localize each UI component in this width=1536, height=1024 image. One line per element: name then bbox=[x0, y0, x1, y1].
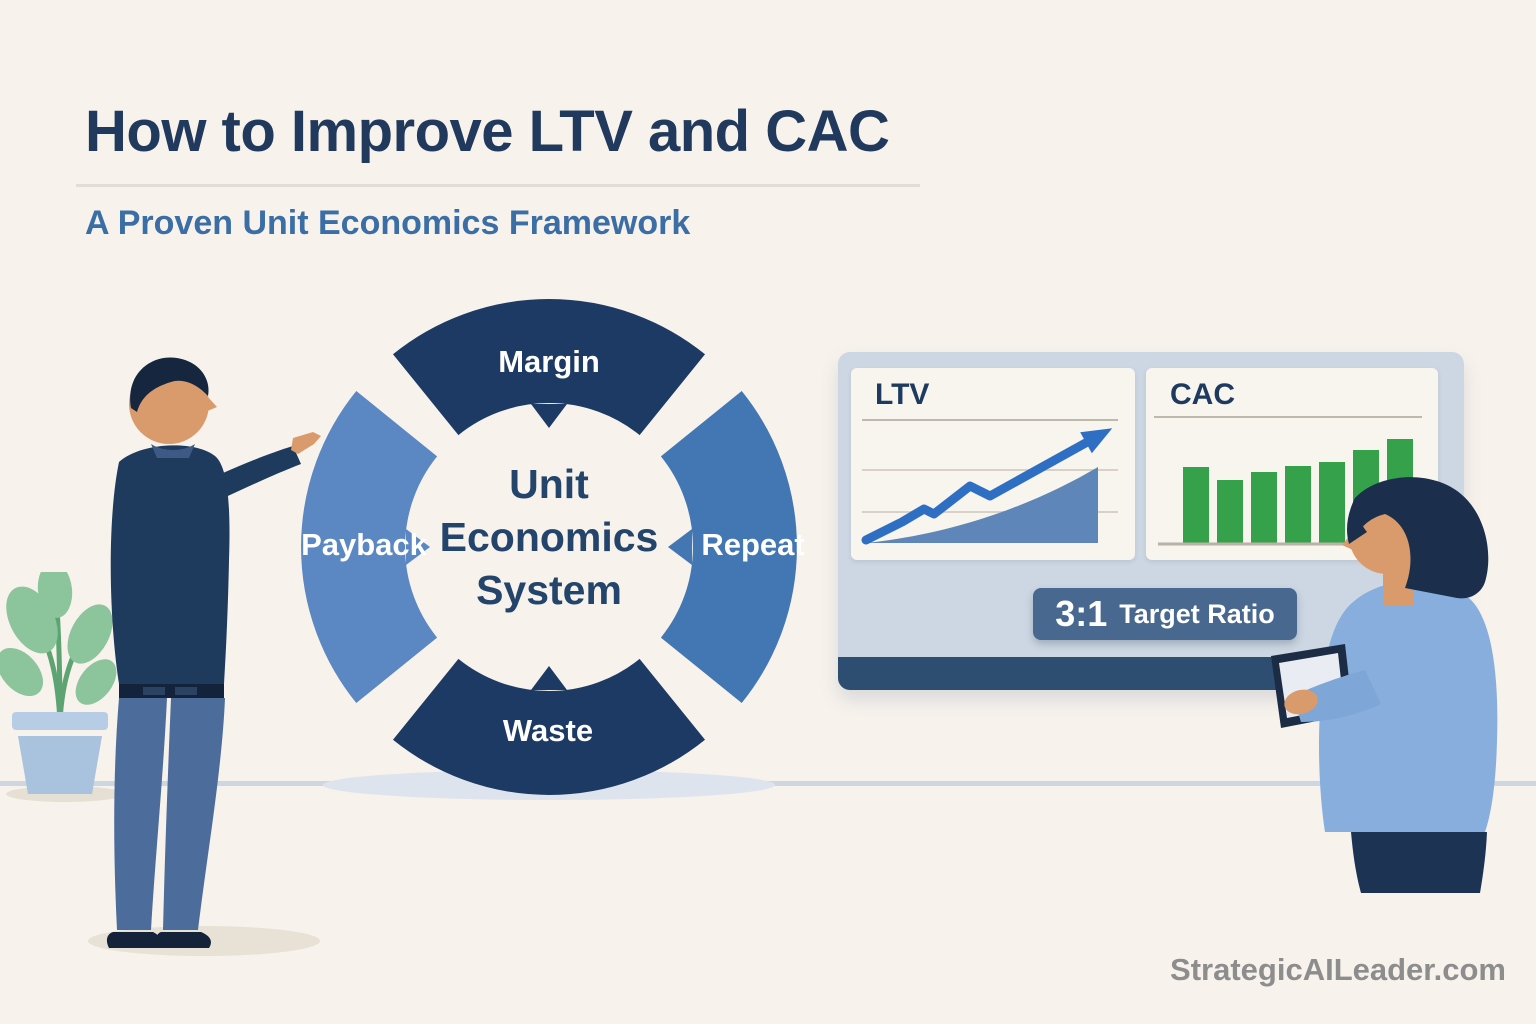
man-nose bbox=[205, 396, 217, 412]
man-left-leg bbox=[114, 698, 167, 930]
pot-rim bbox=[12, 712, 108, 730]
man-right-leg bbox=[163, 698, 225, 930]
plant-leaf bbox=[37, 572, 73, 618]
ltv-area-fill bbox=[866, 467, 1098, 543]
cac-bar bbox=[1285, 466, 1311, 543]
ltv-arrowhead bbox=[1080, 428, 1113, 454]
man-hair bbox=[130, 357, 209, 412]
woman-arm-sleeve bbox=[1293, 670, 1381, 722]
cycle-label-waste: Waste bbox=[502, 713, 594, 748]
woman-hand bbox=[1284, 689, 1318, 715]
cycle-arrow-tab-right bbox=[668, 529, 692, 565]
plant-leaf bbox=[67, 604, 113, 664]
man-pointing-arm bbox=[203, 446, 301, 502]
cac-card-title: CAC bbox=[1170, 378, 1235, 411]
cycle-center-line2: Economics bbox=[439, 514, 659, 560]
cycle-arrow-tab-left bbox=[406, 529, 430, 565]
ltv-card-title: LTV bbox=[875, 378, 930, 411]
cac-bar bbox=[1251, 472, 1277, 543]
ltv-line-chart bbox=[861, 419, 1118, 545]
cac-bar bbox=[1183, 467, 1209, 543]
cycle-arrow-tab-top bbox=[531, 404, 567, 428]
woman-skirt bbox=[1351, 832, 1487, 893]
woman-illustration bbox=[1271, 477, 1498, 893]
cycle-label-payback: Payback bbox=[301, 527, 427, 562]
cycle-arrow-tab-bottom bbox=[531, 666, 567, 690]
target-ratio-badge: 3:1 Target Ratio bbox=[1033, 588, 1297, 640]
cycle-center-line1: Unit bbox=[509, 461, 589, 507]
target-ratio-value: 3:1 bbox=[1055, 593, 1108, 634]
cycle-segment-payback bbox=[301, 391, 438, 703]
man-belt-detail bbox=[175, 687, 197, 695]
cycle-diagram bbox=[301, 299, 797, 795]
man-collar bbox=[151, 444, 195, 458]
man-torso bbox=[110, 445, 230, 684]
title-divider bbox=[76, 184, 920, 187]
cycle-label-repeat: Repeat bbox=[701, 527, 805, 562]
cycle-center-text: Unit Economics System bbox=[419, 458, 679, 617]
cycle-center-line3: System bbox=[476, 567, 622, 613]
woman-hair bbox=[1350, 477, 1489, 599]
plant-leaf bbox=[0, 647, 44, 697]
man-pointing-hand bbox=[291, 432, 321, 454]
plant-leaf bbox=[75, 659, 117, 705]
page-subtitle: A Proven Unit Economics Framework bbox=[85, 204, 691, 242]
cycle-segment-waste bbox=[393, 658, 705, 795]
cycle-segment-repeat bbox=[660, 391, 797, 703]
ltv-card: LTV bbox=[851, 368, 1135, 560]
man-belt bbox=[119, 684, 224, 698]
cac-bar bbox=[1217, 480, 1243, 543]
man-illustration bbox=[106, 357, 321, 948]
plant-illustration bbox=[0, 572, 117, 794]
woman-blouse bbox=[1319, 580, 1498, 832]
target-ratio-label: Target Ratio bbox=[1119, 598, 1275, 629]
man-belt-detail bbox=[143, 687, 165, 695]
ltv-trend-line bbox=[861, 430, 1105, 545]
cycle-segment-margin bbox=[393, 299, 705, 436]
watermark: StrategicAILeader.com bbox=[1170, 952, 1506, 987]
man-shoe bbox=[106, 932, 161, 948]
cycle-label-margin: Margin bbox=[498, 344, 600, 379]
cac-bar bbox=[1319, 462, 1345, 543]
man-shoe bbox=[155, 932, 211, 948]
page-title: How to Improve LTV and CAC bbox=[85, 99, 890, 164]
pot-body bbox=[18, 736, 102, 794]
woman-hair-fringe bbox=[1347, 498, 1367, 544]
